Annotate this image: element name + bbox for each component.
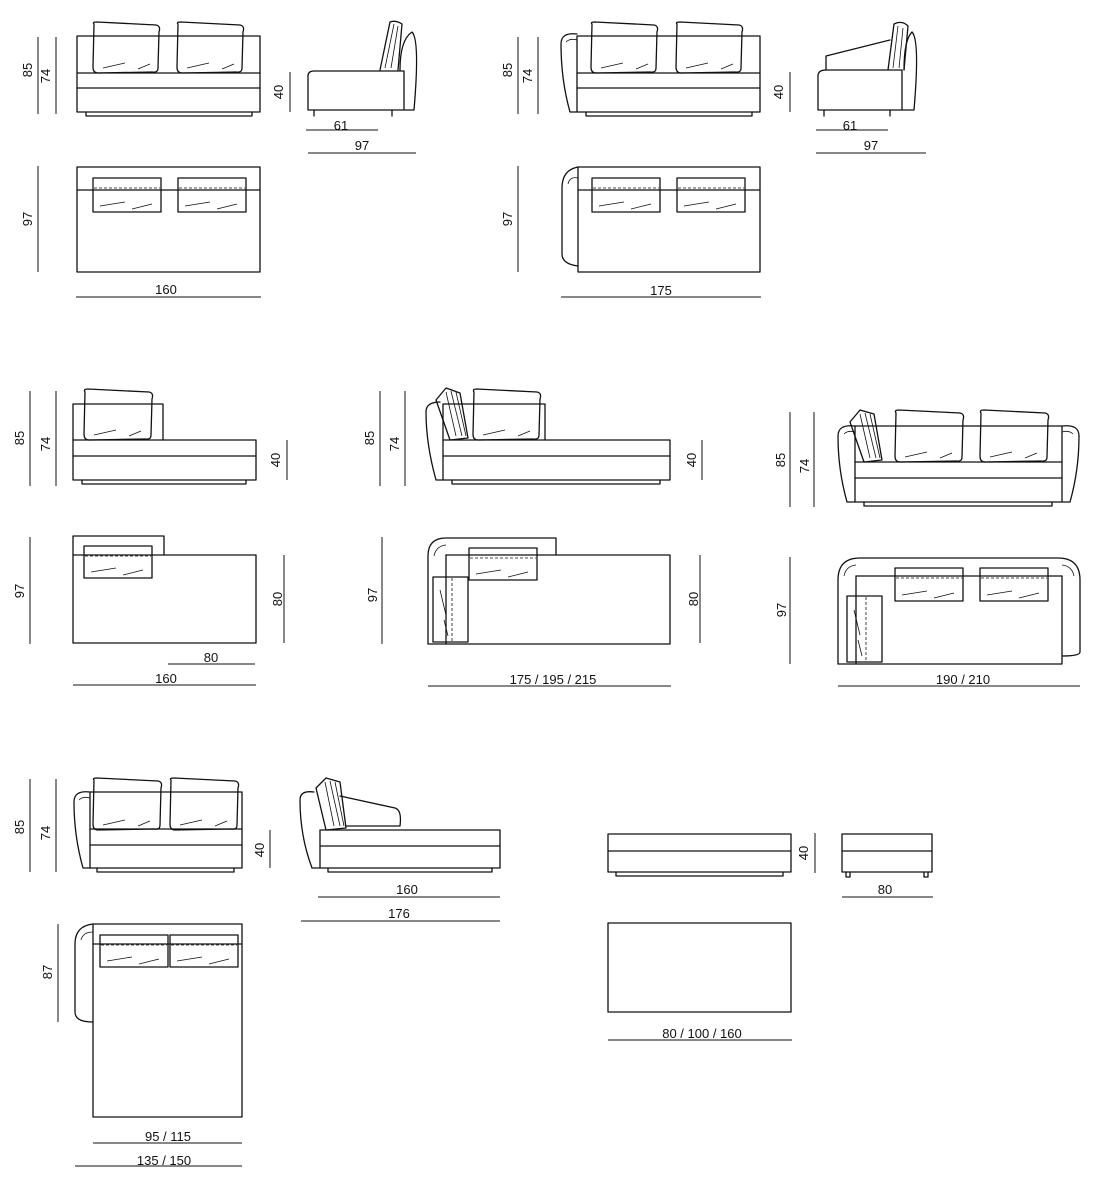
dim-back-height: 74 [38,69,53,83]
dim-back-height: 74 [387,437,402,451]
back-cushion [675,21,744,74]
module-b: 85 74 40 61 97 97 175 [500,21,926,298]
dim-total-height: 85 [12,431,27,445]
module-b-plan-view [561,166,761,273]
back-cushion [590,21,659,74]
dim-seat-depth: 61 [843,118,857,133]
module-b-side-view [817,21,918,117]
module-e-front-view [837,409,1080,507]
dim-plan-depth: 97 [20,212,35,226]
module-d: 85 74 40 97 80 175 / 195 / 215 [362,387,703,687]
pouf-front-view [841,833,933,878]
back-cushion [176,21,245,74]
module-a: 85 74 40 61 97 97 160 [20,20,418,298]
module-c: 85 74 40 97 80 80 160 [12,388,288,686]
dim-total-height: 85 [12,820,27,834]
dim-side-seat: 160 [396,882,418,897]
dim-width: 80 / 100 / 160 [662,1026,742,1041]
plan-cushion [177,177,247,213]
module-f: 85 74 40 160 176 87 95 / 115 135 / 150 [12,777,501,1168]
bench-front-view [607,833,792,877]
module-e-plan-view [837,557,1081,665]
back-cushion [169,777,240,831]
dim-pouf-width: 80 [878,882,892,897]
plan-cushion [468,547,538,581]
module-f-side-view [299,777,501,873]
dim-total-height: 85 [20,63,35,77]
dim-plan-depth: 87 [40,965,55,979]
dim-width: 190 / 210 [936,672,990,687]
back-cushion [92,21,161,74]
dim-back-height: 74 [520,69,535,83]
module-f-plan-view [74,923,243,1118]
dim-width: 175 [650,283,672,298]
back-cushion [979,409,1050,463]
side-cushion [432,576,469,643]
side-cushion [849,409,883,463]
module-c-plan-view [72,535,257,644]
module-d-plan-view [427,537,671,645]
side-cushion [846,595,883,663]
module-e: 85 74 97 190 / 210 [773,409,1081,687]
dim-width: 175 / 195 / 215 [510,672,597,687]
back-cushion [92,777,163,831]
dim-total-height: 85 [773,453,788,467]
dim-depth: 97 [864,138,878,153]
module-a-front-view [76,21,261,117]
dim-width: 160 [155,282,177,297]
dim-total-height: 85 [362,431,377,445]
side-cushion [435,387,469,441]
dim-width: 160 [155,671,177,686]
dim-width: 135 / 150 [137,1153,191,1168]
module-c-front-view [72,388,257,485]
dim-plan-depth: 97 [774,603,789,617]
dim-width-inner: 95 / 115 [145,1129,191,1144]
back-cushion [83,388,154,441]
back-cushion [894,409,965,463]
plan-cushion [83,545,153,579]
bench-plan-view [607,922,792,1013]
dim-plan-depth: 97 [500,212,515,226]
module-b-front-view [560,21,761,117]
dim-plan-depth-chaise: 80 [686,592,701,606]
dim-seat-height: 40 [796,846,811,860]
plan-cushion [676,177,746,213]
plan-cushion [99,934,169,968]
dim-side-depth: 176 [388,906,410,921]
dim-back-height: 74 [38,437,53,451]
dim-seat-height: 40 [771,85,786,99]
dim-chaise-width: 80 [204,650,218,665]
plan-cushion [169,934,239,968]
dim-back-height: 74 [38,826,53,840]
dim-seat-height: 40 [252,843,267,857]
plan-cushion [894,567,964,602]
dim-plan-depth: 97 [12,584,27,598]
dim-seat-height: 40 [268,453,283,467]
dim-seat-height: 40 [684,453,699,467]
module-f-front-view [73,777,243,873]
plan-cushion [591,177,661,213]
dim-seat-height: 40 [271,85,286,99]
dim-depth: 97 [355,138,369,153]
module-a-side-view [307,20,418,117]
module-g: 40 80 80 / 100 / 160 [607,833,933,1041]
dim-plan-depth: 97 [365,588,380,602]
module-d-front-view [425,387,671,485]
module-a-plan-view [76,166,261,273]
plan-cushion [979,567,1049,602]
dim-total-height: 85 [500,63,515,77]
back-cushion [472,388,542,441]
dim-seat-depth: 61 [334,118,348,133]
dim-back-height: 74 [797,459,812,473]
dim-plan-depth-chaise: 80 [270,592,285,606]
plan-cushion [92,177,162,213]
